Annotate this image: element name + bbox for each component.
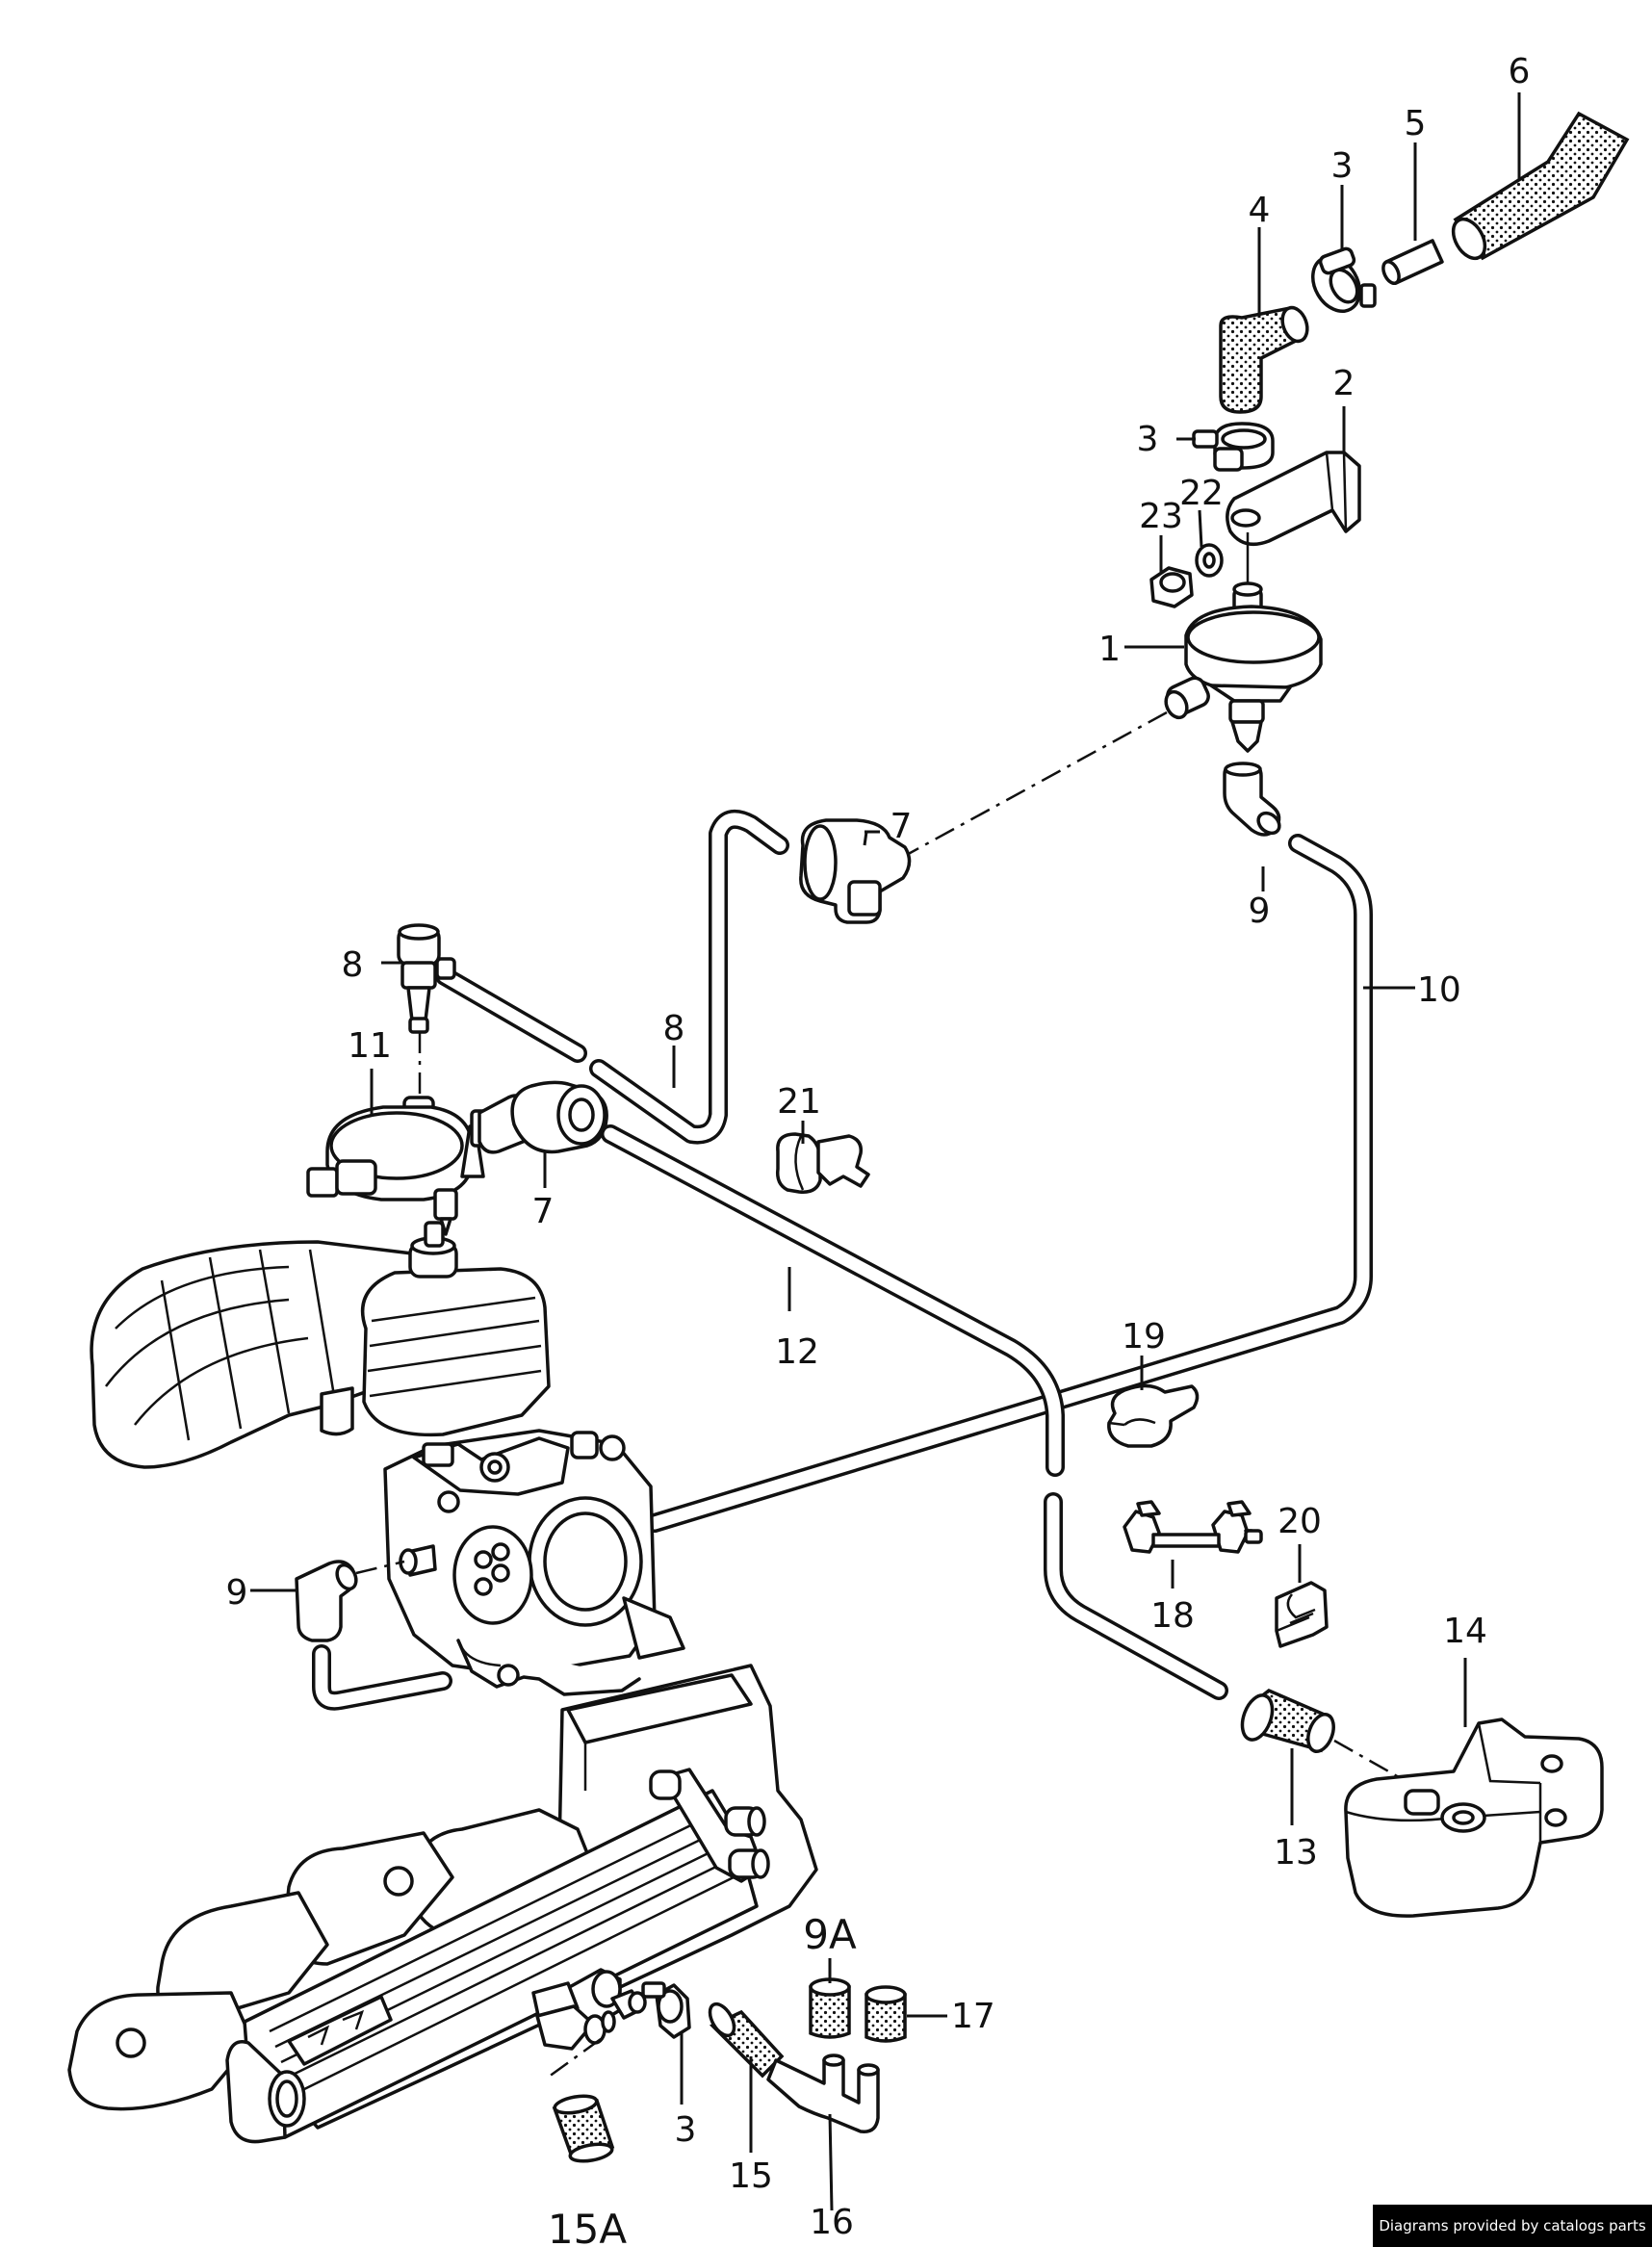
callout-21: 21 <box>777 1082 821 1122</box>
callout-2: 2 <box>1333 364 1355 403</box>
tee-piece-8 <box>397 923 456 1034</box>
callout-20: 20 <box>1278 1502 1322 1541</box>
assembly-line-9 <box>355 1560 405 1575</box>
callout-3: 3 <box>1137 420 1159 459</box>
callout-16: 16 <box>810 2203 854 2242</box>
assembly-line-7 <box>902 710 1168 859</box>
callout-13: 13 <box>1274 1833 1318 1872</box>
callout-15A: 15A <box>548 2206 627 2247</box>
tee-pipe-16 <box>766 2053 880 2133</box>
credit-banner: Diagrams provided by catalogs parts <box>1373 2205 1652 2247</box>
callout-7: 7 <box>532 1192 555 1231</box>
callout-labels: 6 5 3 4 2 3 22 23 1 7 9 10 8 8 11 21 7 1… <box>226 52 1531 2247</box>
intake-bellows <box>360 1221 551 1437</box>
connector-7-lower <box>478 1080 608 1154</box>
bracket-18 <box>1123 1500 1263 1554</box>
connector-7-upper <box>799 818 912 924</box>
callout-12: 12 <box>775 1332 819 1372</box>
clip-20 <box>1275 1581 1329 1648</box>
callout-4: 4 <box>1249 191 1271 230</box>
callout-10: 10 <box>1417 970 1461 1010</box>
cap-17 <box>865 1985 907 2043</box>
nut-23 <box>1149 566 1194 608</box>
clamp-3-upper <box>1311 246 1377 313</box>
hose-6 <box>1451 111 1630 261</box>
clip-21 <box>775 1132 870 1194</box>
clamp-3-lower <box>641 1981 691 2039</box>
credit-text: Diagrams provided by catalogs parts <box>1379 2217 1646 2234</box>
callout-14: 14 <box>1443 1612 1487 1651</box>
callout-19: 19 <box>1122 1317 1166 1356</box>
callout-3: 3 <box>675 2110 697 2150</box>
callout-8: 8 <box>663 1009 685 1048</box>
assembly-line-14 <box>1333 1739 1407 1783</box>
hose-4-elbow <box>1219 305 1309 414</box>
callout-8: 8 <box>342 945 364 985</box>
callout-9: 9 <box>1249 891 1271 931</box>
assembly-line-15A <box>544 2037 602 2081</box>
hose-15 <box>708 2002 785 2079</box>
bracket-2 <box>1226 451 1361 547</box>
vacuum-unit-1 <box>1164 581 1323 753</box>
leader-lines <box>250 92 1521 2211</box>
hose-10 <box>645 834 1373 1533</box>
callout-11: 11 <box>348 1026 392 1066</box>
throttle-body <box>383 1429 685 1696</box>
washer-22 <box>1195 543 1224 578</box>
hose-13 <box>1240 1688 1335 1753</box>
intake-manifold <box>67 1664 818 2144</box>
elbow-9-lower <box>295 1560 358 1642</box>
manifold-fittings <box>531 1768 770 2051</box>
elbow-9-upper <box>1223 762 1281 837</box>
callout-22: 22 <box>1179 474 1224 513</box>
canister-14 <box>1344 1718 1604 1918</box>
callout-1: 1 <box>1098 630 1121 669</box>
hose-9-lower <box>312 1644 452 1711</box>
pipe-5 <box>1381 239 1444 286</box>
callout-9A: 9A <box>803 1911 857 1958</box>
cap-9A <box>809 1977 851 2039</box>
clip-19 <box>1107 1383 1200 1448</box>
hose-8 <box>435 809 789 1145</box>
callout-3: 3 <box>1331 146 1354 186</box>
callout-6: 6 <box>1509 52 1531 91</box>
clamp-3-middle <box>1192 422 1275 472</box>
callout-17: 17 <box>951 1997 995 2036</box>
hose-15A <box>552 2094 615 2163</box>
callout-23: 23 <box>1139 497 1183 536</box>
callout-15: 15 <box>729 2157 773 2196</box>
hose-12 <box>601 1124 1228 1700</box>
callout-7: 7 <box>891 807 913 846</box>
callout-9: 9 <box>226 1573 248 1613</box>
callout-18: 18 <box>1150 1596 1195 1636</box>
callout-5: 5 <box>1405 104 1427 143</box>
vacuum-unit-11 <box>306 1096 526 1236</box>
